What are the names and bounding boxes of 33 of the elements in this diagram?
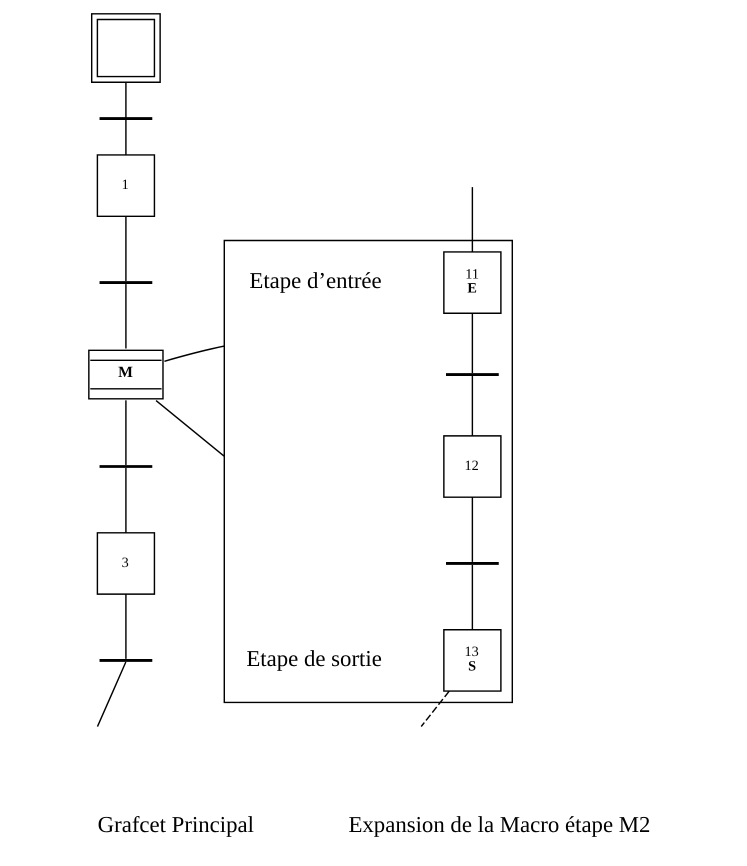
- node-box: 1: [96, 154, 155, 217]
- connector: [124, 468, 126, 533]
- node-box: 3: [96, 532, 155, 595]
- node-bar: [99, 281, 152, 284]
- connector: [420, 690, 450, 727]
- connector: [124, 594, 126, 659]
- node-label: Etape de sortie: [246, 646, 382, 671]
- connector: [471, 314, 473, 374]
- label: Grafcet Principal: [97, 812, 254, 837]
- connector: [124, 216, 126, 282]
- cluster: [223, 240, 513, 704]
- connector: [471, 187, 473, 252]
- node-box: [90, 13, 160, 83]
- connector: [124, 120, 126, 155]
- node-box: 12: [442, 435, 502, 498]
- connector: [471, 376, 473, 436]
- connector: [164, 345, 224, 362]
- node-bar: [99, 658, 152, 662]
- connector: [155, 400, 224, 457]
- node-box: 11 E: [442, 251, 502, 314]
- node-bar: [446, 562, 498, 565]
- connector: [471, 564, 473, 630]
- connector: [124, 82, 126, 118]
- node-bar: [446, 373, 498, 376]
- node-box: 13 S: [442, 629, 502, 692]
- connector: [471, 497, 473, 562]
- connector: [96, 662, 126, 727]
- label: Expansion de la Macro étape M2: [348, 812, 650, 837]
- node-bar: [99, 465, 152, 468]
- node-label: Etape d’entrée: [248, 268, 382, 293]
- node-bar: [99, 117, 152, 120]
- connector: [124, 284, 126, 348]
- connector: [124, 400, 126, 465]
